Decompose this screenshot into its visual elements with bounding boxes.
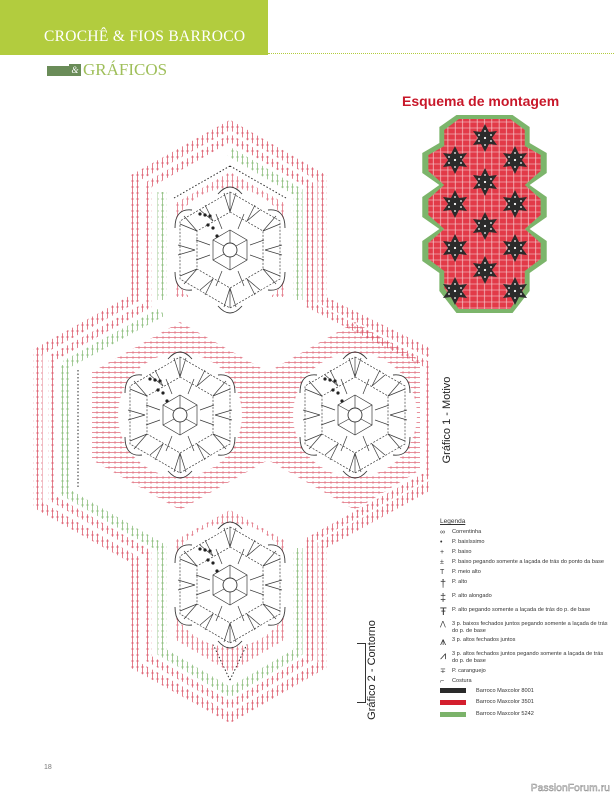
graph2-label: Gráfico 2 - Contorno: [366, 620, 378, 720]
graph2-bracket: [357, 643, 366, 703]
legend-item: ⋀3 p. baixos fechados juntos pegando som…: [440, 620, 608, 634]
yarn-swatch-row: Barroco Maxcolor 8001: [440, 688, 610, 695]
section-title: GRÁFICOS: [83, 60, 168, 79]
header-dotted-rule: [268, 53, 614, 54]
graph1-label: Gráfico 1 - Motivo: [441, 376, 453, 464]
legend-item: ‡P. alto alongado: [440, 591, 492, 604]
legend-title: Legenda: [440, 518, 466, 525]
dc3tog-back-loop-icon: ⩘: [440, 650, 447, 663]
double-crochet-back-loop-icon: Ŧ: [440, 605, 447, 618]
single-crochet-icon: +: [440, 548, 445, 556]
sc3tog-back-loop-icon: ⋀: [440, 620, 446, 628]
seam-icon: ⌐: [440, 677, 445, 685]
slip-stitch-icon: •: [440, 538, 443, 546]
legend-item: ⌐Costura: [440, 677, 472, 685]
assembly-scheme-diagram: [422, 115, 547, 313]
dc3tog-icon: ⩚: [440, 636, 447, 649]
yarn-swatch-red: [440, 700, 466, 706]
assembly-scheme-title: Esquema de montagem: [402, 93, 560, 109]
magazine-title: CROCHÊ & FIOS BARROCO: [44, 28, 246, 45]
yarn-swatch-green: [440, 711, 466, 717]
legend-item: +P. baixo: [440, 548, 472, 556]
yarn-swatch-row: Barroco Maxcolor 5242: [440, 711, 610, 718]
crab-stitch-icon: ∓: [440, 667, 446, 675]
legend-item: ∞Correntinha: [440, 528, 482, 536]
legend-item: ±P. baixo pegando somente a laçada de tr…: [440, 558, 604, 566]
header-band: [0, 0, 268, 55]
chain-stitch-icon: ∞: [440, 528, 445, 536]
yarn-swatch-row: Barroco Maxcolor 3501: [440, 699, 610, 706]
watermark: PassionForum.ru: [530, 783, 610, 795]
single-crochet-back-loop-icon: ±: [440, 558, 444, 566]
section-marker-bar: [47, 66, 69, 76]
page-number: 18: [44, 764, 52, 771]
double-crochet-icon: †: [440, 577, 447, 590]
legend-item: ⩘3 p. altos fechados juntos pegando some…: [440, 650, 604, 664]
long-double-crochet-icon: ‡: [440, 591, 447, 604]
legend-item: ⩚3 p. altos fechados juntos: [440, 636, 516, 649]
crochet-diagram: [33, 119, 430, 724]
swirl-logo-icon: &: [69, 64, 81, 76]
half-double-crochet-icon: T: [440, 568, 445, 576]
yarn-swatch-black: [440, 688, 466, 694]
legend-item: •P. baixíssimo: [440, 538, 485, 546]
legend-item: †P. alto: [440, 577, 468, 590]
legend: Legenda ∞Correntinha •P. baixíssimo +P. …: [440, 518, 610, 723]
legend-item: ∓P. caranguejo: [440, 667, 486, 675]
